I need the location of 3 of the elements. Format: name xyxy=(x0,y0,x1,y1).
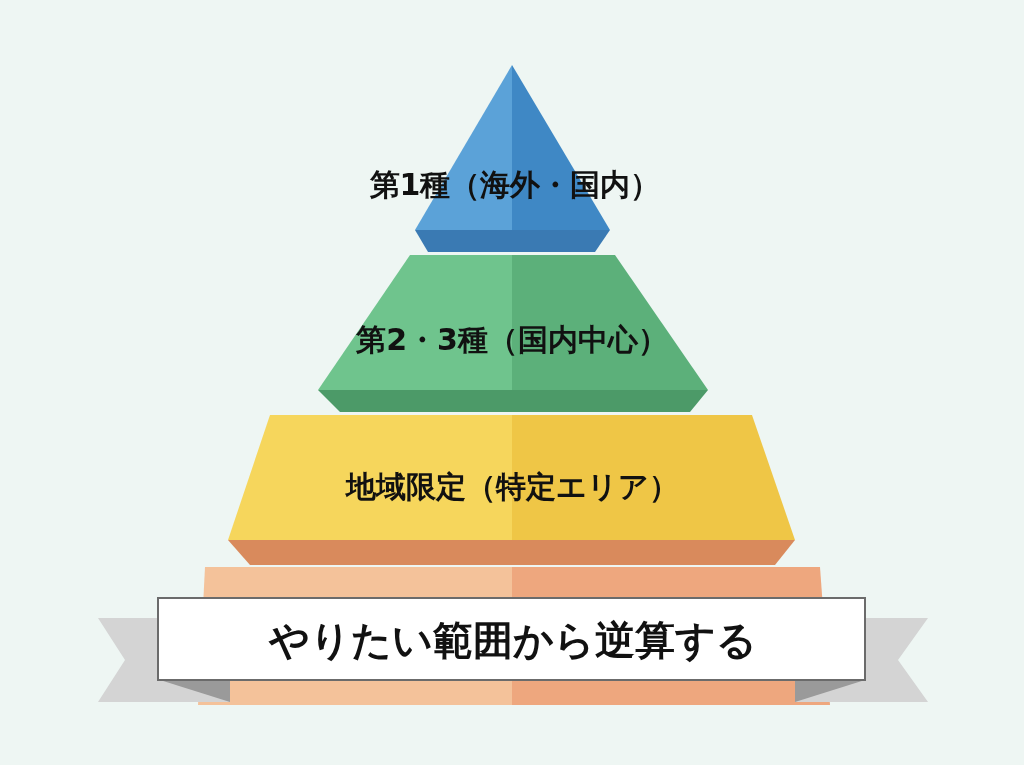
tier-label: 第2・3種（国内中心） xyxy=(356,322,668,358)
tier-label: 地域限定（特定エリア） xyxy=(345,469,679,505)
banner-text: やりたい範囲から逆算する xyxy=(269,616,757,664)
